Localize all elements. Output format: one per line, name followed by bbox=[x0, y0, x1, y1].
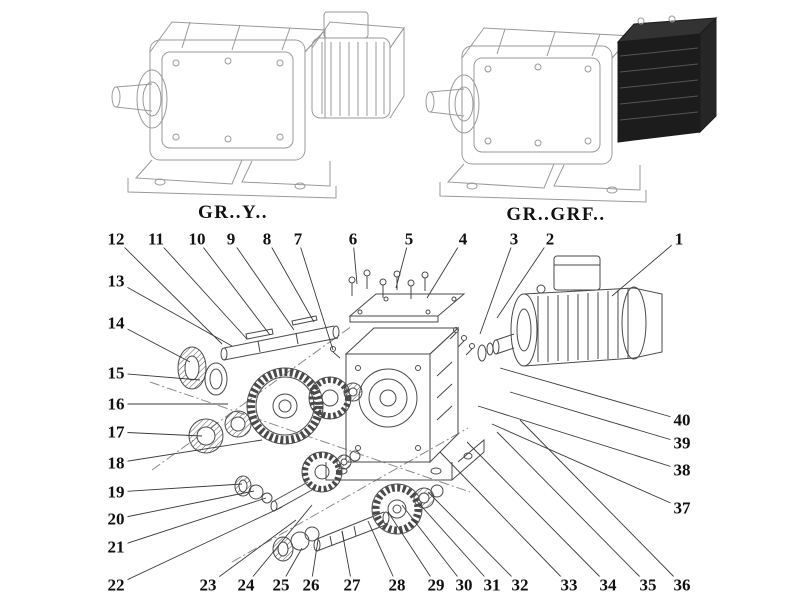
part-number-callout-27: 27 bbox=[340, 576, 364, 594]
leader-line-9 bbox=[230, 238, 295, 331]
assembled-view-gr-grf bbox=[425, 15, 718, 203]
bearings-left bbox=[188, 410, 252, 454]
gear-housing bbox=[325, 326, 485, 481]
part-number-callout-28: 28 bbox=[385, 576, 409, 594]
part-number-callout-38: 38 bbox=[670, 461, 694, 479]
part-number-callout-8: 8 bbox=[259, 230, 275, 248]
part-number-callout-32: 32 bbox=[508, 576, 532, 594]
part-number-callout-4: 4 bbox=[455, 230, 471, 248]
leader-line-8 bbox=[266, 238, 315, 323]
part-number-callout-25: 25 bbox=[269, 576, 293, 594]
part-number-callout-21: 21 bbox=[104, 538, 128, 556]
leader-line-33 bbox=[439, 451, 570, 586]
part-number-callout-33: 33 bbox=[557, 576, 581, 594]
part-number-callout-17: 17 bbox=[104, 423, 128, 441]
leader-line-35 bbox=[496, 431, 649, 586]
part-number-callout-39: 39 bbox=[670, 434, 694, 452]
leader-line-18 bbox=[115, 439, 263, 464]
leader-line-37 bbox=[491, 423, 683, 509]
leader-line-13 bbox=[115, 280, 233, 347]
leader-line-34 bbox=[466, 441, 609, 586]
part-number-callout-40: 40 bbox=[670, 411, 694, 429]
large-gear bbox=[246, 367, 363, 445]
leader-line-36 bbox=[519, 419, 683, 586]
part-number-callout-5: 5 bbox=[401, 230, 417, 248]
part-number-callout-19: 19 bbox=[104, 483, 128, 501]
motor bbox=[492, 255, 663, 367]
leader-line-17 bbox=[115, 431, 203, 437]
leader-line-14 bbox=[115, 322, 191, 363]
leader-line-31 bbox=[414, 498, 493, 586]
leader-line-3 bbox=[479, 238, 515, 335]
part-number-callout-34: 34 bbox=[596, 576, 620, 594]
variant-label-gr-grf: GR..GRF.. bbox=[506, 204, 606, 225]
part-number-callout-22: 22 bbox=[104, 576, 128, 594]
leader-line-24 bbox=[245, 504, 313, 586]
leader-line-4 bbox=[426, 238, 464, 299]
part-number-callout-16: 16 bbox=[104, 395, 128, 413]
cover-plate bbox=[348, 293, 466, 323]
part-number-callout-3: 3 bbox=[506, 230, 522, 248]
leader-line-40 bbox=[499, 367, 683, 421]
leader-line-7 bbox=[297, 238, 334, 351]
part-number-callout-35: 35 bbox=[636, 576, 660, 594]
input-shaft-and-keys bbox=[220, 315, 340, 361]
leader-line-21 bbox=[115, 497, 267, 548]
part-number-callout-29: 29 bbox=[424, 576, 448, 594]
input-fasteners bbox=[449, 327, 494, 362]
leader-lines-layer bbox=[115, 238, 683, 586]
leader-line-10 bbox=[196, 238, 271, 336]
leader-line-1 bbox=[611, 238, 680, 297]
leader-line-19 bbox=[115, 483, 243, 493]
variant-label-gr-y: GR..Y.. bbox=[198, 202, 268, 223]
dark-motor-block bbox=[616, 15, 718, 143]
part-number-callout-20: 20 bbox=[104, 510, 128, 528]
leader-line-11 bbox=[155, 238, 248, 340]
leader-line-23 bbox=[207, 519, 297, 586]
mid-pinion-cluster bbox=[234, 450, 361, 512]
leader-line-12 bbox=[115, 238, 223, 345]
output-shaft-cluster bbox=[272, 483, 444, 562]
leader-line-30 bbox=[401, 504, 465, 586]
seal-and-cover-rings bbox=[177, 346, 228, 396]
top-bolts bbox=[348, 269, 429, 299]
leader-line-29 bbox=[387, 511, 437, 586]
part-number-callout-14: 14 bbox=[104, 314, 128, 332]
part-number-callout-15: 15 bbox=[104, 364, 128, 382]
leader-line-22 bbox=[115, 506, 283, 586]
part-number-callout-12: 12 bbox=[104, 230, 128, 248]
part-number-callout-13: 13 bbox=[104, 272, 128, 290]
part-number-callout-36: 36 bbox=[670, 576, 694, 594]
part-number-callout-7: 7 bbox=[290, 230, 306, 248]
leader-line-32 bbox=[427, 491, 521, 586]
part-number-callout-11: 11 bbox=[144, 230, 168, 248]
axis-lines bbox=[149, 325, 471, 563]
part-number-callout-9: 9 bbox=[223, 230, 239, 248]
part-number-callout-24: 24 bbox=[234, 576, 258, 594]
part-number-callout-26: 26 bbox=[299, 576, 323, 594]
leader-line-28 bbox=[367, 520, 398, 586]
exploded-view bbox=[149, 255, 663, 563]
leader-line-27 bbox=[341, 530, 353, 586]
part-number-callout-31: 31 bbox=[480, 576, 504, 594]
terminal-box-outline bbox=[323, 11, 369, 39]
leader-line-2 bbox=[496, 238, 551, 319]
part-number-callout-6: 6 bbox=[345, 230, 361, 248]
part-number-callout-23: 23 bbox=[196, 576, 220, 594]
part-number-callout-30: 30 bbox=[452, 576, 476, 594]
part-number-callout-18: 18 bbox=[104, 454, 128, 472]
part-number-callout-37: 37 bbox=[670, 499, 694, 517]
leader-line-15 bbox=[115, 372, 201, 381]
part-number-callout-1: 1 bbox=[671, 230, 687, 248]
leader-line-38 bbox=[477, 405, 683, 471]
part-number-callout-10: 10 bbox=[185, 230, 209, 248]
part-number-callout-2: 2 bbox=[542, 230, 558, 248]
leader-line-20 bbox=[115, 490, 255, 520]
leader-line-39 bbox=[509, 391, 683, 444]
assembled-view-gr-y bbox=[111, 11, 405, 199]
